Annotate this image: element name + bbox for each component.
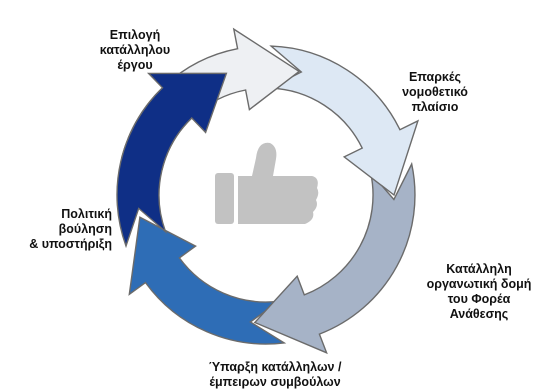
arrow-segments — [116, 27, 420, 355]
step-label-project-selection: Επιλογή κατάλληλου έργου — [99, 28, 171, 72]
segment-consultants — [128, 216, 287, 345]
step-label-political-will: Πολιτική βούληση & υποστήριξη — [29, 207, 112, 251]
segment-legal-framework — [266, 45, 420, 197]
step-label-organizational-structure: Κατάλληλη οργανωτική δομή του Φορέα Ανάθ… — [426, 262, 532, 321]
thumbs-up-icon — [215, 142, 319, 224]
segment-political-will — [116, 72, 228, 249]
segment-organizational-structure — [253, 161, 416, 355]
step-label-legal-framework: Επαρκές νομοθετικό πλαίσιο — [402, 70, 468, 114]
step-label-consultants: Ύπαρξη κατάλληλων / έμπειρων συμβούλων — [208, 360, 342, 389]
